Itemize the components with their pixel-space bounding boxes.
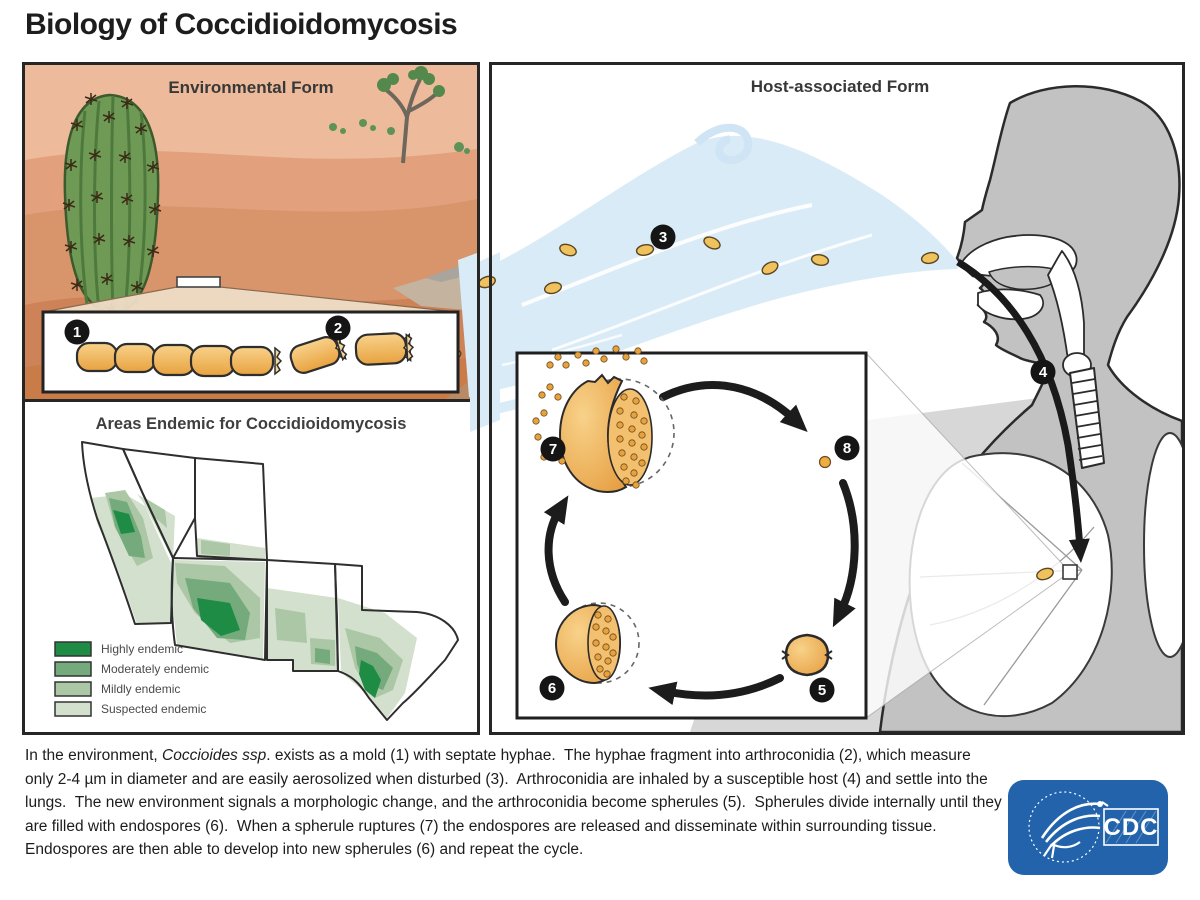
marker-3-badge: 3: [650, 224, 676, 250]
marker-8-badge: 8: [834, 435, 860, 461]
map-legend: Highly endemic Moderately endemic Mildly…: [54, 641, 209, 717]
hyphae-inset: 1 2: [41, 310, 460, 394]
desert-shrubs: [329, 119, 470, 154]
magnifier-beam-edges: [42, 286, 459, 313]
marker-2-badge: 2: [325, 315, 351, 341]
young-spherule: [781, 633, 833, 677]
svg-text:3: 3: [659, 229, 667, 246]
rupturing-spherule: [532, 345, 675, 493]
svg-text:6: 6: [548, 680, 556, 697]
svg-text:4: 4: [1039, 364, 1048, 381]
environmental-form-panel: 1 2 Environmental Form Areas Endemic for…: [22, 62, 480, 735]
environmental-form-label: Environmental Form: [168, 78, 333, 97]
endospore-filled-spherule: [555, 602, 640, 685]
svg-text:1: 1: [73, 324, 81, 341]
cdc-wordmark: CDC: [1103, 808, 1159, 846]
svg-text:Highly endemic: Highly endemic: [101, 642, 183, 656]
endemic-map-illustration: Areas Endemic for Coccidioidomycosis: [54, 415, 459, 721]
magnifier-target-square: [1062, 564, 1078, 580]
spherule-cycle-inset: 7 8 5 6: [515, 345, 868, 720]
species-name: Coccioides ssp: [162, 747, 267, 764]
state-outlines: [81, 441, 459, 721]
inhalation-arrow: [956, 259, 1090, 563]
svg-text:CDC: CDC: [1104, 814, 1159, 841]
figure-caption: In the environment, Coccioides ssp. exis…: [25, 744, 1003, 862]
hhs-eagle-icon: [1028, 791, 1109, 863]
caption-post: . exists as a mold (1) with septate hyph…: [25, 747, 1007, 859]
host-associated-form-panel: 3: [489, 62, 1185, 735]
marker-5-badge: 5: [809, 677, 835, 703]
right-lung: [1143, 432, 1182, 658]
svg-text:2: 2: [334, 320, 342, 337]
svg-text:Suspected endemic: Suspected endemic: [101, 702, 206, 716]
marker-7-badge: 7: [540, 436, 566, 462]
endemic-map-area: Areas Endemic for Coccidioidomycosis: [25, 399, 477, 732]
joshua-tree-tufts: [377, 66, 445, 97]
endemic-regions: [91, 490, 417, 718]
marker-6-badge: 6: [539, 675, 565, 701]
svg-text:7: 7: [549, 441, 557, 458]
wind-gap-overlay: [470, 246, 500, 451]
free-endospore: [818, 455, 832, 469]
map-title: Areas Endemic for Coccidioidomycosis: [96, 415, 407, 433]
svg-text:Moderately endemic: Moderately endemic: [101, 662, 209, 676]
svg-text:Mildly endemic: Mildly endemic: [101, 682, 180, 696]
page-title: Biology of Coccidioidomycosis: [25, 8, 458, 41]
svg-text:8: 8: [843, 440, 851, 457]
host-illustration: 3: [492, 77, 1182, 732]
airway-anatomy: [961, 234, 1105, 469]
caption-pre: In the environment,: [25, 747, 162, 764]
joshua-tree: [383, 76, 439, 164]
host-form-label: Host-associated Form: [751, 77, 930, 96]
magnifier-source-rect: [176, 276, 221, 288]
marker-4-badge: 4: [1030, 359, 1056, 385]
svg-text:5: 5: [818, 682, 826, 699]
cdc-logo: CDC: [1008, 780, 1168, 875]
desert-scene-illustration: 1 2 Environmental Form: [25, 65, 477, 399]
marker-1-badge: 1: [64, 319, 90, 345]
